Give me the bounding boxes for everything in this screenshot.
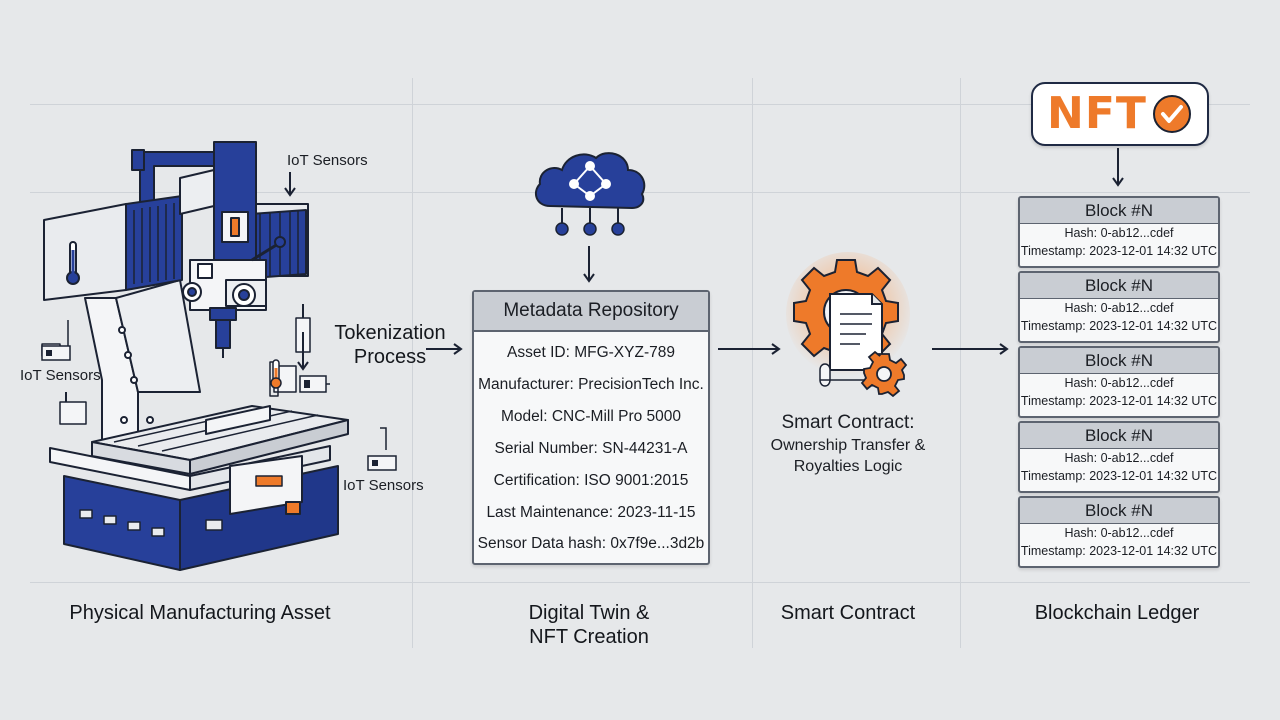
block-title: Block #N (1020, 423, 1218, 449)
arrow-down-cloud-icon (583, 246, 595, 283)
arrow-down-icon (284, 172, 296, 197)
caption-smart-contract: Smart Contract (780, 602, 916, 624)
block-timestamp: Timestamp: 2023-12-01 14:32 UTC (1020, 394, 1218, 408)
grid-line-v-1 (412, 78, 413, 648)
ledger-block: Block #N Hash: 0-ab12...cdef Timestamp: … (1018, 271, 1220, 343)
iot-sensors-label-left: IoT Sensors (20, 367, 101, 384)
ledger-block: Block #N Hash: 0-ab12...cdef Timestamp: … (1018, 346, 1220, 418)
tokenization-line-2: Process (353, 346, 427, 368)
block-hash: Hash: 0-ab12...cdef (1064, 451, 1174, 465)
caption-physical-asset: Physical Manufacturing Asset (69, 602, 331, 624)
caption-digital-twin-line-2: NFT Creation (529, 626, 649, 648)
caption-digital-twin-line-1: Digital Twin & (528, 602, 650, 624)
iot-sensors-label-top: IoT Sensors (287, 152, 368, 169)
sensor-module-left (41, 345, 71, 361)
block-title: Block #N (1020, 273, 1218, 299)
block-hash: Hash: 0-ab12...cdef (1064, 526, 1174, 540)
ledger-block: Block #N Hash: 0-ab12...cdef Timestamp: … (1018, 196, 1220, 268)
check-circle-icon (1153, 95, 1191, 133)
smart-contract-label: Smart Contract: Ownership Transfer & Roy… (760, 411, 936, 477)
smart-contract-title: Smart Contract: (781, 412, 915, 433)
block-timestamp: Timestamp: 2023-12-01 14:32 UTC (1020, 319, 1218, 333)
smart-contract-line-1: Ownership Transfer & (770, 437, 926, 454)
metadata-title: Metadata Repository (474, 292, 708, 332)
metadata-row-certification: Certification: ISO 9001:2015 (493, 472, 689, 489)
grid-line-v-2 (752, 78, 753, 648)
nft-badge: NFT (1031, 82, 1209, 146)
smart-contract-line-2: Royalties Logic (793, 458, 903, 475)
grid-line-h-bottom (30, 582, 1250, 583)
caption-blockchain-ledger: Blockchain Ledger (1034, 602, 1200, 624)
block-timestamp: Timestamp: 2023-12-01 14:32 UTC (1020, 544, 1218, 558)
block-timestamp: Timestamp: 2023-12-01 14:32 UTC (1020, 469, 1218, 483)
gear-document-icon (786, 252, 910, 398)
arrow-right-to-ledger-icon (932, 343, 1009, 355)
ledger-block: Block #N Hash: 0-ab12...cdef Timestamp: … (1018, 421, 1220, 493)
metadata-row-asset-id: Asset ID: MFG-XYZ-789 (507, 344, 675, 361)
grid-line-h-top (30, 104, 1250, 105)
block-hash: Hash: 0-ab12...cdef (1064, 301, 1174, 315)
caption-digital-twin: Digital Twin & NFT Creation (470, 601, 708, 649)
block-timestamp: Timestamp: 2023-12-01 14:32 UTC (1020, 244, 1218, 258)
metadata-row-sensor-hash: Sensor Data hash: 0x7f9e...3d2b (477, 535, 705, 552)
arrow-right-icon (426, 343, 463, 355)
block-hash: Hash: 0-ab12...cdef (1064, 376, 1174, 390)
metadata-repository-card: Metadata Repository Asset ID: MFG-XYZ-78… (472, 290, 710, 565)
metadata-row-maintenance: Last Maintenance: 2023-11-15 (486, 504, 696, 521)
arrow-down-sensor-icon (297, 332, 309, 371)
ledger-block: Block #N Hash: 0-ab12...cdef Timestamp: … (1018, 496, 1220, 568)
arrow-right-to-contract-icon (718, 343, 781, 355)
metadata-row-manufacturer: Manufacturer: PrecisionTech Inc. (478, 376, 704, 393)
metadata-row-serial: Serial Number: SN-44231-A (494, 440, 688, 457)
tokenization-label: Tokenization Process (330, 321, 450, 369)
metadata-row-model: Model: CNC-Mill Pro 5000 (500, 408, 682, 425)
sensor-module-bottom (367, 455, 397, 471)
sensor-module-icon (299, 375, 330, 393)
arrow-down-nft-icon (1112, 148, 1124, 187)
block-title: Block #N (1020, 498, 1218, 524)
nft-label: NFT (1047, 88, 1147, 139)
grid-line-v-3 (960, 78, 961, 648)
block-title: Block #N (1020, 198, 1218, 224)
block-hash: Hash: 0-ab12...cdef (1064, 226, 1174, 240)
cloud-network-icon (534, 152, 646, 236)
thermometer-icon (270, 359, 282, 389)
iot-sensors-label-bottom: IoT Sensors (343, 477, 424, 494)
block-title: Block #N (1020, 348, 1218, 374)
tokenization-line-1: Tokenization (334, 322, 446, 344)
